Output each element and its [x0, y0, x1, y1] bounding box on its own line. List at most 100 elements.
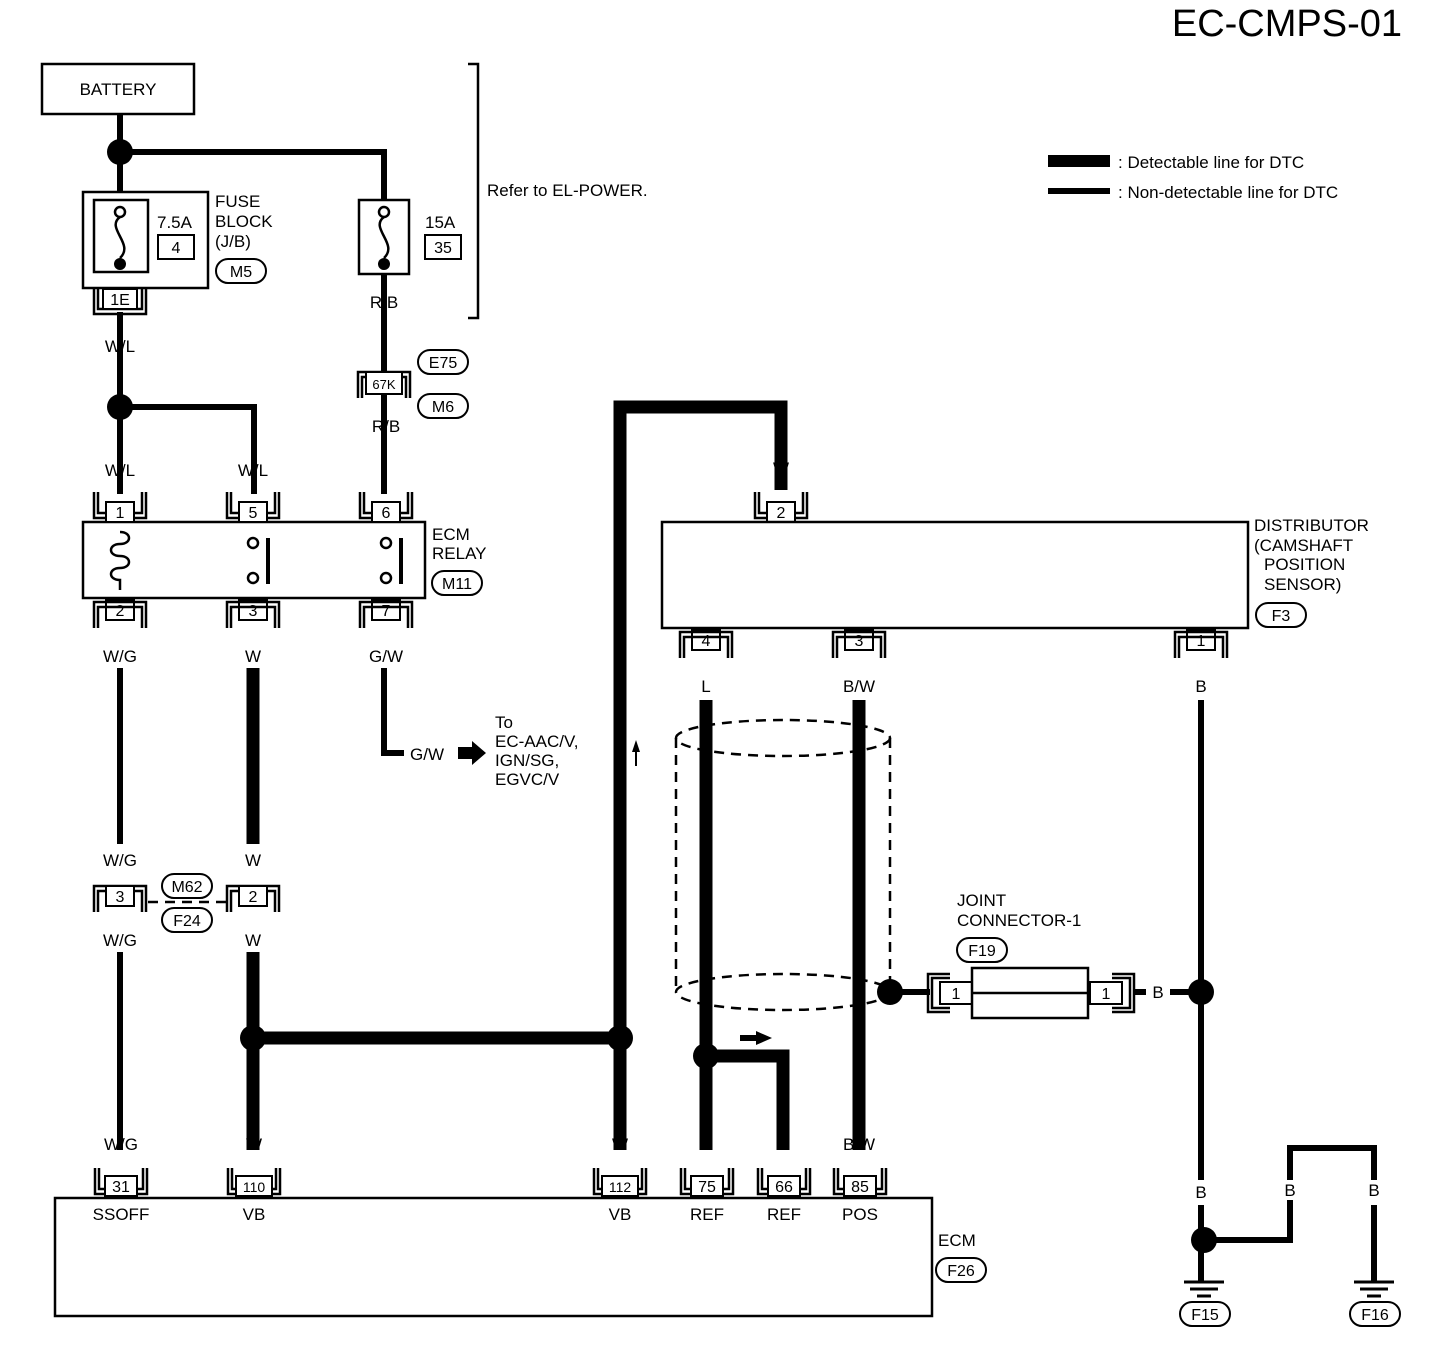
wire-label-w-l-2: W/L — [105, 461, 135, 480]
relay-contact-1b — [246, 571, 260, 585]
fuse-1-number-box — [157, 234, 195, 260]
wire-label-b-2: B — [1195, 1183, 1206, 1202]
connector-m62-badge — [161, 873, 213, 899]
ecm-pin-66-box — [767, 1175, 801, 1197]
joint-name-2: CONNECTOR-1 — [957, 911, 1081, 930]
ecm-pin-112-box — [601, 1175, 639, 1197]
relay-pin-1-label: 1 — [116, 505, 125, 522]
joint-name-1: JOINT — [957, 891, 1006, 910]
relay-pin-3-box — [238, 599, 268, 621]
wire-label-g-w-1: G/W — [369, 647, 403, 666]
wire-label-w-g-3: W/G — [103, 931, 137, 950]
relay-pin-1-box — [105, 501, 135, 523]
connector-1e-box — [102, 288, 138, 310]
joint-connector-badge — [956, 937, 1008, 963]
wire-b-gnd-top — [1287, 1145, 1377, 1180]
refer-bracket — [468, 62, 480, 320]
relay-pin-7-label: 7 — [382, 603, 391, 620]
to-other-line-1: To — [495, 713, 513, 732]
ecm-pin-75-box — [690, 1175, 724, 1197]
ecm-box — [53, 1196, 934, 1318]
wire-label-w-g-1: W/G — [103, 647, 137, 666]
wire-label-w-4: W — [773, 459, 789, 478]
to-other-line-4: EGVC/V — [495, 770, 560, 789]
ecm-pin-85-box — [843, 1175, 877, 1197]
splice-w-2 — [607, 1025, 633, 1051]
ecm-signal-ref-2: REF — [767, 1205, 801, 1224]
ecm-pin-110-box — [235, 1175, 273, 1197]
connector-2-box — [238, 885, 268, 907]
arrow-right-icon — [458, 741, 486, 765]
distributor-name-1: DISTRIBUTOR — [1254, 516, 1369, 535]
dist-pin-4-label: 4 — [702, 633, 711, 650]
fuse-2-number-box — [424, 234, 462, 260]
wire-label-b-1: B — [1195, 677, 1206, 696]
wire-label-w-l-1: W/L — [105, 337, 135, 356]
joint-pin-right-box — [1089, 981, 1123, 1005]
ecm-name: ECM — [938, 1231, 976, 1250]
battery-label: BATTERY — [80, 80, 157, 99]
ecm-signal-ssoff: SSOFF — [93, 1205, 150, 1224]
relay-contact-1a — [246, 536, 260, 550]
wire-b-gnd-branch — [1204, 1200, 1293, 1243]
fuse-2-rating: 15A — [425, 213, 456, 232]
connector-1e-label: 1E — [110, 292, 130, 309]
joint-left-conn-icon — [926, 972, 950, 1014]
distributor-connector-badge — [1255, 602, 1307, 628]
legend-thin-swatch — [1048, 188, 1110, 194]
connector-m62-label: M62 — [171, 879, 202, 896]
ecm-pin-85-label: 85 — [851, 1179, 869, 1196]
legend-detectable-text: : Detectable line for DTC — [1118, 153, 1304, 172]
relay-pin-2-label: 2 — [116, 603, 125, 620]
fuse-2-number: 35 — [434, 240, 452, 257]
arrow-right-small-icon — [740, 1031, 772, 1045]
fuse-block-name-3: (J/B) — [215, 232, 251, 251]
ground-f15-badge — [1179, 1301, 1231, 1327]
wire-g-w — [381, 668, 404, 756]
relay-contact-2a — [379, 536, 393, 550]
legend-thick-swatch — [1048, 155, 1110, 167]
fuse-1-number: 4 — [172, 240, 181, 257]
ecm-relay-name-1: ECM — [432, 525, 470, 544]
relay-contact-2b — [379, 571, 393, 585]
relay-pin-2-box — [105, 599, 135, 621]
joint-pin-left-label: 1 — [952, 986, 961, 1003]
ecm-signal-vb-1: VB — [243, 1205, 266, 1224]
wire-w-distributor — [613, 400, 788, 1150]
ecm-signal-pos: POS — [842, 1205, 878, 1224]
to-other-line-2: EC-AAC/V, — [495, 732, 578, 751]
joint-pin-right-label: 1 — [1102, 986, 1111, 1003]
battery-box — [40, 62, 196, 116]
ecm-pin-75-label: 75 — [698, 1179, 716, 1196]
dist-pin-4-box — [691, 629, 721, 651]
relay-pin-6-label: 6 — [382, 505, 391, 522]
ecm-pin-112-label: 112 — [609, 1179, 632, 1195]
wire-label-l-ecm-1: L — [701, 1135, 710, 1154]
relay-pin-6-box — [371, 501, 401, 523]
wire-label-w-ecm-1: W — [246, 1135, 262, 1154]
distributor-connector-label: F3 — [1272, 608, 1291, 625]
wire-label-w-2: W — [245, 851, 261, 870]
ecm-connector-label: F26 — [947, 1263, 975, 1280]
connector-m6-label: M6 — [432, 399, 454, 416]
ecm-relay-name-2: RELAY — [432, 544, 487, 563]
dist-pin-3-box — [844, 629, 874, 651]
connector-67k-box — [365, 371, 403, 395]
connector-3-label: 3 — [116, 889, 125, 906]
legend: : Detectable line for DTC : Non-detectab… — [1048, 153, 1338, 202]
wire-label-w-ecm-2: W — [612, 1135, 628, 1154]
relay-pin-3-label: 3 — [249, 603, 258, 620]
splice-l — [693, 1043, 719, 1069]
wire-label-b-4: B — [1368, 1181, 1379, 1200]
arrow-up-icon — [632, 740, 640, 766]
connector-f24-label: F24 — [173, 913, 201, 930]
wire-label-w-l-3: W/L — [238, 461, 268, 480]
dist-pin-3-label: 3 — [855, 633, 864, 650]
wire-label-r-b-2: R/B — [372, 417, 400, 436]
splice-battery — [107, 139, 133, 165]
wire-label-w-g-2: W/G — [103, 851, 137, 870]
wire-label-r-b-1: R/B — [370, 293, 398, 312]
ground-f15-label: F15 — [1191, 1307, 1219, 1324]
joint-connector-label: F19 — [968, 943, 996, 960]
connector-m6-badge — [417, 393, 469, 419]
